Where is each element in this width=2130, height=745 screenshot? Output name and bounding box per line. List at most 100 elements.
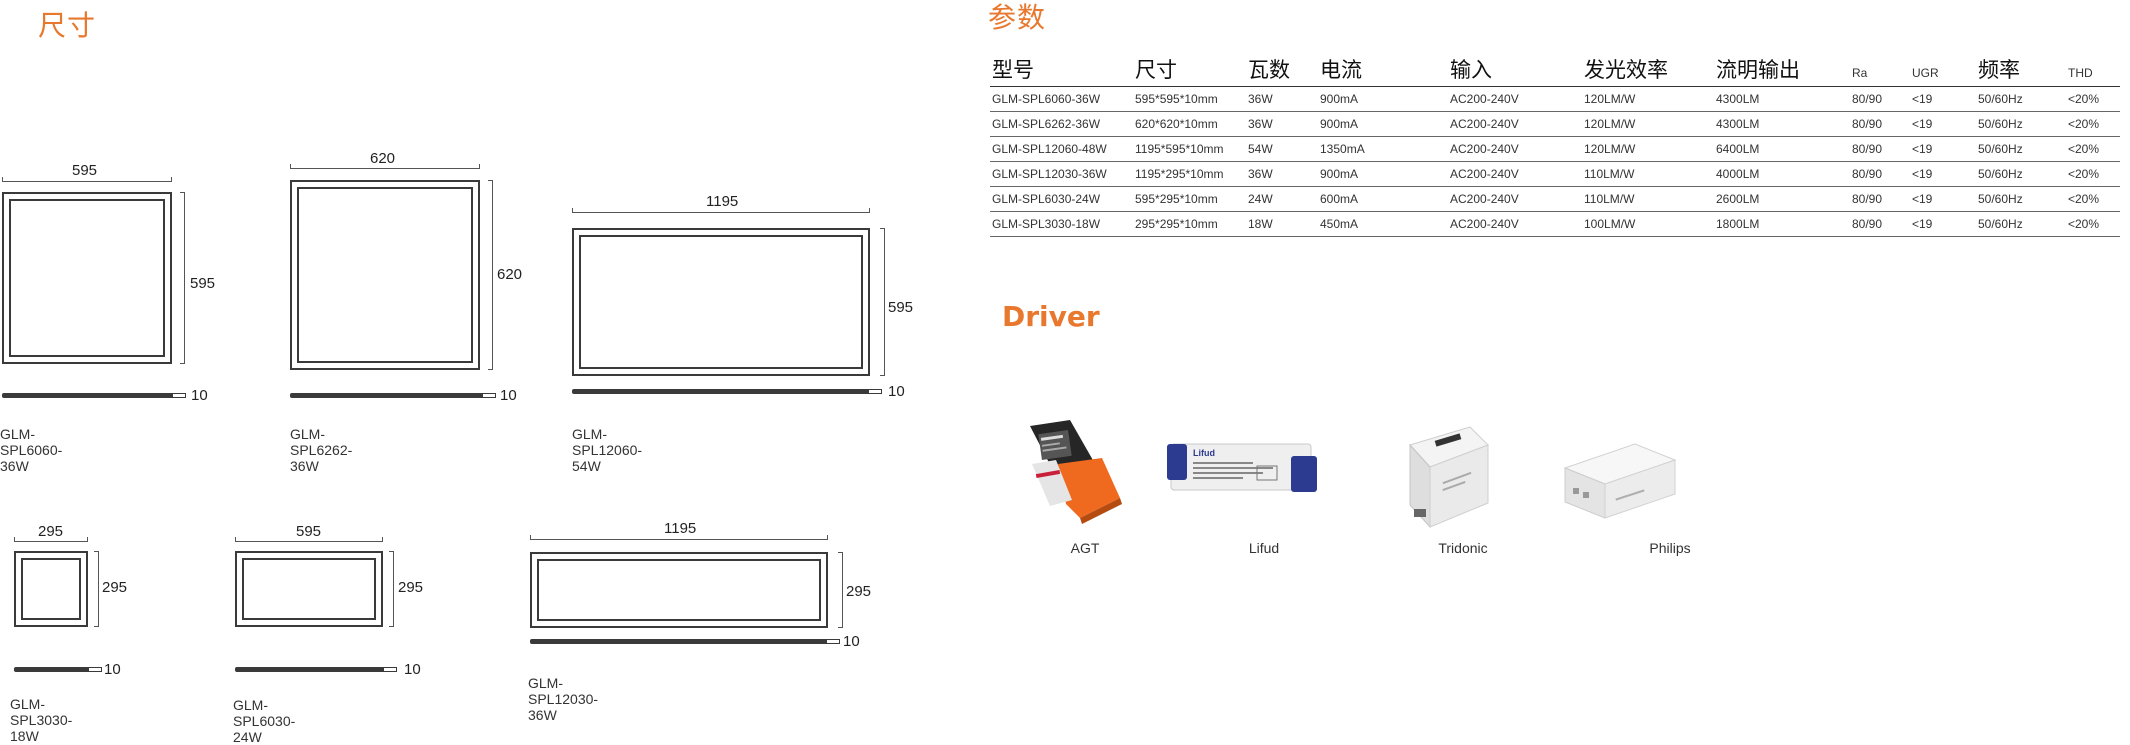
- driver-agt: [1010, 418, 1130, 533]
- cell-ugr: <19: [1900, 211, 1976, 237]
- height-label: 295: [398, 579, 424, 596]
- thickness-label: 10: [843, 633, 860, 650]
- cell-size: 1195*295*10mm: [1133, 161, 1246, 187]
- cell-efficiency: 120LM/W: [1566, 111, 1714, 137]
- cell-frequency: 50/60Hz: [1976, 136, 2046, 162]
- panel-outline: [572, 228, 870, 376]
- lifud-brand-mark: Lifud: [1193, 448, 1215, 458]
- driver-section-title: Driver: [1002, 300, 1100, 333]
- cell-ra: 80/90: [1838, 211, 1900, 237]
- height-label: 595: [190, 275, 216, 292]
- driver-tridonic: [1380, 425, 1490, 535]
- model-label: GLM-SPL3030-18W: [10, 696, 73, 744]
- header-wattage: 瓦数: [1246, 50, 1318, 87]
- cell-ugr: <19: [1900, 161, 1976, 187]
- panel-outline: [235, 551, 383, 627]
- model-label: GLM-SPL12030-36W: [528, 675, 599, 723]
- driver-name-philips: Philips: [1649, 540, 1691, 556]
- cell-current: 900mA: [1318, 161, 1438, 187]
- size-section-title: 尺寸: [38, 9, 97, 42]
- header-input: 输入: [1438, 50, 1566, 87]
- cell-model: GLM-SPL12060-48W: [990, 136, 1133, 162]
- side-profile: [14, 667, 102, 672]
- driver-name-tridonic: Tridonic: [1438, 540, 1488, 556]
- width-label: 595: [296, 523, 322, 540]
- driver-philips: [1555, 438, 1680, 528]
- panel-outline: [530, 552, 828, 628]
- width-dimension-line: [2, 177, 172, 182]
- cell-input: AC200-240V: [1438, 136, 1566, 162]
- width-label: 595: [72, 162, 98, 179]
- cell-ra: 80/90: [1838, 111, 1900, 137]
- width-dimension-line: [530, 535, 828, 540]
- header-efficiency: 发光效率: [1566, 50, 1714, 87]
- cell-frequency: 50/60Hz: [1976, 111, 2046, 137]
- cell-wattage: 36W: [1246, 86, 1318, 112]
- side-profile: [290, 393, 496, 398]
- model-label: GLM-SPL6060-36W: [0, 426, 63, 474]
- cell-ugr: <19: [1900, 186, 1976, 212]
- header-size: 尺寸: [1133, 50, 1246, 87]
- cell-model: GLM-SPL3030-18W: [990, 211, 1133, 237]
- cell-size: 295*295*10mm: [1133, 211, 1246, 237]
- cell-wattage: 24W: [1246, 186, 1318, 212]
- cell-lumen: 4300LM: [1714, 111, 1838, 137]
- height-label: 595: [888, 299, 914, 316]
- cell-wattage: 18W: [1246, 211, 1318, 237]
- model-label: GLM-SPL6030-24W: [233, 697, 296, 745]
- height-dimension-line: [94, 551, 99, 627]
- height-dimension-line: [838, 552, 843, 628]
- driver-name-agt: AGT: [1070, 540, 1100, 556]
- height-label: 295: [102, 579, 128, 596]
- cell-size: 595*295*10mm: [1133, 186, 1246, 212]
- width-label: 1195: [664, 520, 697, 537]
- height-label: 620: [497, 266, 523, 283]
- cell-ugr: <19: [1900, 136, 1976, 162]
- cell-model: GLM-SPL6030-24W: [990, 186, 1133, 212]
- cell-frequency: 50/60Hz: [1976, 211, 2046, 237]
- driver-lifud: Lifud: [1165, 436, 1320, 511]
- width-label: 620: [370, 150, 396, 167]
- cell-ugr: <19: [1900, 111, 1976, 137]
- cell-input: AC200-240V: [1438, 211, 1566, 237]
- panel-outline: [2, 192, 172, 364]
- thickness-label: 10: [404, 661, 421, 678]
- cell-lumen: 2600LM: [1714, 186, 1838, 212]
- cell-current: 450mA: [1318, 211, 1438, 237]
- cell-wattage: 36W: [1246, 111, 1318, 137]
- side-profile: [235, 667, 397, 672]
- cell-thd: <20%: [2046, 161, 2120, 187]
- cell-input: AC200-240V: [1438, 111, 1566, 137]
- cell-efficiency: 110LM/W: [1566, 161, 1714, 187]
- cell-size: 595*595*10mm: [1133, 86, 1246, 112]
- height-dimension-line: [488, 180, 493, 370]
- cell-model: GLM-SPL12030-36W: [990, 161, 1133, 187]
- width-dimension-line: [235, 537, 383, 542]
- cell-frequency: 50/60Hz: [1976, 186, 2046, 212]
- cell-thd: <20%: [2046, 111, 2120, 137]
- philips-driver-image: [1563, 443, 1677, 519]
- cell-efficiency: 120LM/W: [1566, 86, 1714, 112]
- cell-model: GLM-SPL6060-36W: [990, 86, 1133, 112]
- cell-wattage: 36W: [1246, 161, 1318, 187]
- agt-driver-image: [1030, 420, 1122, 524]
- side-profile: [572, 389, 882, 394]
- table-header-row: 型号 尺寸 瓦数 电流 输入 发光效率 流明输出 Ra UGR 频率 THD: [990, 50, 2120, 87]
- cell-current: 1350mA: [1318, 136, 1438, 162]
- width-label: 1195: [706, 193, 739, 210]
- thickness-label: 10: [104, 661, 121, 678]
- side-profile: [530, 639, 840, 644]
- cell-thd: <20%: [2046, 211, 2120, 237]
- cell-efficiency: 110LM/W: [1566, 186, 1714, 212]
- cell-lumen: 6400LM: [1714, 136, 1838, 162]
- height-label: 295: [846, 583, 872, 600]
- params-section-title: 参数: [988, 1, 1047, 34]
- cell-frequency: 50/60Hz: [1976, 161, 2046, 187]
- header-thd: THD: [2046, 50, 2120, 87]
- header-frequency: 频率: [1976, 50, 2046, 87]
- height-dimension-line: [180, 192, 185, 364]
